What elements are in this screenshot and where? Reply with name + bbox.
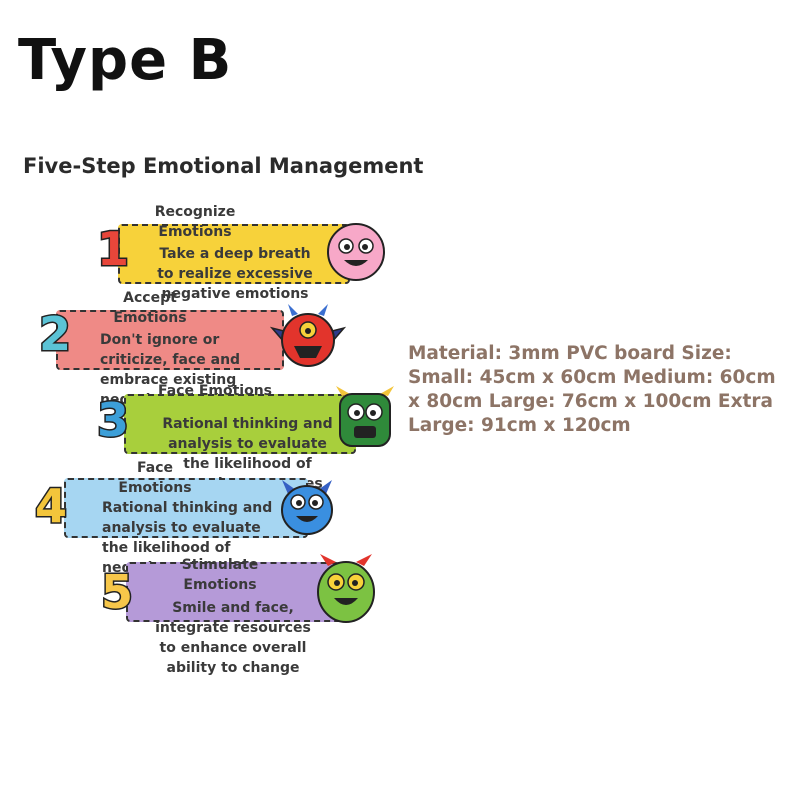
poster-title: Five-Step Emotional Management bbox=[23, 154, 424, 178]
pink-fluffy-monster-icon bbox=[327, 223, 385, 281]
step-5-number: 5 bbox=[99, 565, 134, 619]
step-1-body: Take a deep breath to realize excessive … bbox=[157, 246, 313, 302]
green-horned-monster-icon bbox=[336, 386, 394, 447]
step-2-banner bbox=[56, 310, 284, 370]
step-3-number: 3 bbox=[95, 393, 130, 447]
step-5-banner bbox=[126, 562, 354, 622]
step-3-banner bbox=[124, 394, 356, 454]
step-1-number: 1 bbox=[95, 222, 130, 276]
step-2-number: 2 bbox=[37, 307, 72, 361]
step-5-title: Stimulate Emotions bbox=[181, 557, 259, 593]
step-4-title: Face Emotions bbox=[118, 460, 192, 496]
blue-monster-icon bbox=[281, 480, 333, 535]
step-2-title: Accept Emotions bbox=[113, 290, 187, 326]
step-1-banner bbox=[118, 224, 350, 284]
green-red-horn-monster-icon bbox=[317, 554, 375, 623]
step-1-title: Recognize Emotions bbox=[154, 204, 236, 240]
step-5-body: Smile and face, integrate resources to e… bbox=[155, 600, 311, 676]
step-4-number: 4 bbox=[33, 479, 68, 533]
red-horned-monster-icon bbox=[270, 304, 346, 367]
step-4-banner bbox=[64, 478, 308, 538]
specs-text: Material: 3mm PVC board Size: Small: 45c… bbox=[408, 343, 776, 436]
step-3-title: Face Emotions bbox=[157, 383, 273, 399]
type-label: Type B bbox=[18, 28, 233, 93]
